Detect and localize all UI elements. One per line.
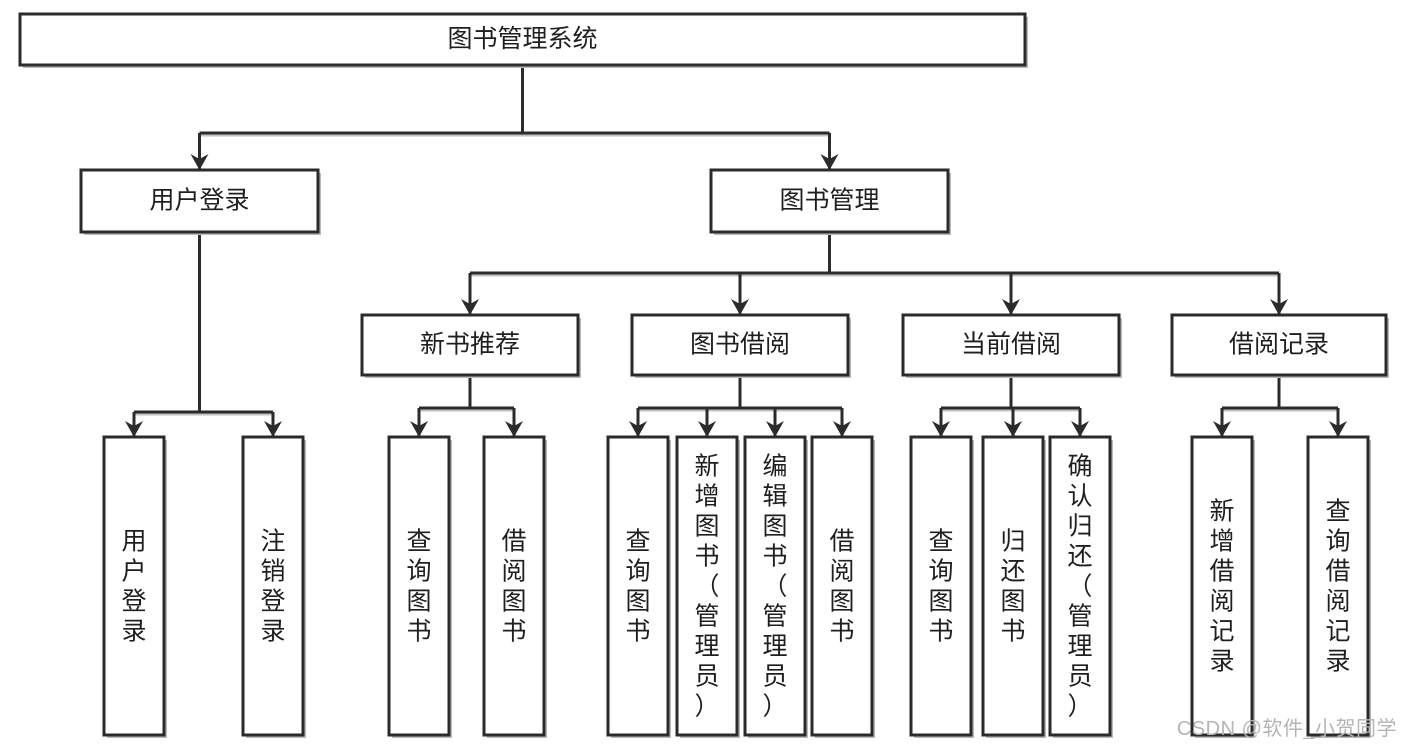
arrow-head-icon [264, 421, 282, 437]
arrow-head-icon [731, 299, 749, 315]
arrow-head-icon [1270, 299, 1288, 315]
node-label: 用户登录 [121, 527, 146, 645]
connector-book-borrow [629, 375, 851, 437]
node-book-borrow[interactable]: 图书借阅 [630, 313, 851, 378]
arrow-head-icon [1004, 421, 1022, 437]
node-leaf-rec-borrow-book[interactable]: 借阅图书 [482, 435, 547, 738]
node-box [79, 168, 320, 234]
node-label: 编辑图书（管理员） [762, 452, 787, 720]
node-leaf-cur-confirm-return[interactable]: 确认归还（管理员） [1048, 435, 1113, 738]
node-leaf-borrow-add-book[interactable]: 新增图书（管理员） [675, 435, 740, 738]
node-box [18, 12, 1027, 67]
node-label: 新书推荐 [420, 331, 520, 359]
node-leaf-borrow-edit-book[interactable]: 编辑图书（管理员） [743, 435, 808, 738]
node-leaf-borrow-query-book[interactable]: 查询图书 [606, 435, 671, 738]
node-borrow-record[interactable]: 借阅记录 [1170, 313, 1389, 378]
node-box [675, 435, 739, 737]
node-box [606, 435, 670, 737]
node-user-login[interactable]: 用户登录 [79, 168, 321, 235]
node-leaf-rec-query-record[interactable]: 查询借阅记录 [1306, 435, 1371, 738]
node-root[interactable]: 图书管理系统 [18, 12, 1028, 68]
node-box [360, 313, 580, 377]
node-box [482, 435, 546, 737]
connector-root [190, 65, 839, 170]
arrow-head-icon [461, 299, 479, 315]
node-leaf-cur-query-book[interactable]: 查询图书 [909, 435, 974, 738]
arrow-head-icon [698, 421, 716, 437]
node-label: 查询图书 [625, 527, 650, 645]
node-label: 确认归还（管理员） [1067, 452, 1092, 720]
node-label: 新增借阅记录 [1209, 497, 1234, 675]
arrow-head-icon [820, 154, 839, 170]
node-box [1170, 313, 1388, 377]
arrow-head-icon [410, 421, 428, 437]
node-label: 图书借阅 [690, 331, 790, 359]
arrow-head-icon [766, 421, 784, 437]
node-box [1306, 435, 1370, 737]
arrow-head-icon [1213, 421, 1231, 437]
node-label: 借阅记录 [1229, 331, 1329, 359]
node-label: 用户登录 [149, 187, 249, 215]
node-box [1048, 435, 1112, 737]
node-box [810, 435, 874, 737]
node-box [901, 313, 1121, 377]
node-leaf-user-login[interactable]: 用户登录 [102, 435, 167, 738]
connector-layer [125, 65, 1347, 437]
node-label: 注销登录 [260, 527, 285, 645]
arrow-head-icon [125, 421, 143, 437]
node-label: 新增图书（管理员） [694, 452, 719, 720]
node-box [909, 435, 973, 737]
arrow-head-icon [1071, 421, 1089, 437]
connector-current-borrow [932, 375, 1089, 437]
arrow-head-icon [505, 421, 523, 437]
arrow-head-icon [932, 421, 950, 437]
node-box [981, 435, 1045, 737]
arrow-head-icon [1002, 299, 1020, 315]
node-leaf-cur-return-book[interactable]: 归还图书 [981, 435, 1046, 738]
node-label: 图书管理系统 [447, 25, 597, 53]
connector-new-book-recommend [410, 375, 523, 437]
node-leaf-user-logout[interactable]: 注销登录 [241, 435, 306, 738]
node-leaf-borrow-borrow-book[interactable]: 借阅图书 [810, 435, 875, 738]
node-label: 图书管理 [779, 187, 879, 215]
arrow-head-icon [833, 421, 851, 437]
node-label: 当前借阅 [961, 331, 1061, 359]
node-book-manage[interactable]: 图书管理 [709, 168, 951, 235]
node-label: 借阅图书 [501, 527, 526, 645]
node-leaf-rec-query-book[interactable]: 查询图书 [387, 435, 452, 738]
node-label: 查询图书 [928, 527, 953, 645]
node-box [102, 435, 166, 737]
connector-book-manage [461, 232, 1288, 315]
node-label: 查询借阅记录 [1325, 497, 1350, 675]
connector-user-login [125, 232, 282, 437]
arrow-head-icon [629, 421, 647, 437]
node-box [1190, 435, 1254, 737]
connector-borrow-record [1213, 375, 1347, 437]
node-box [241, 435, 305, 737]
node-label: 归还图书 [1000, 527, 1025, 645]
node-label: 查询图书 [406, 527, 431, 645]
node-new-book-recommend[interactable]: 新书推荐 [360, 313, 581, 378]
node-leaf-rec-add-record[interactable]: 新增借阅记录 [1190, 435, 1255, 738]
node-current-borrow[interactable]: 当前借阅 [901, 313, 1122, 378]
node-label: 借阅图书 [829, 527, 854, 645]
node-box [743, 435, 807, 737]
node-box [387, 435, 451, 737]
arrow-head-icon [190, 154, 209, 170]
arrow-head-icon [1329, 421, 1347, 437]
node-box [709, 168, 950, 234]
node-box [630, 313, 850, 377]
node-layer: 图书管理系统用户登录图书管理新书推荐图书借阅当前借阅借阅记录用户登录注销登录查询… [18, 12, 1389, 738]
